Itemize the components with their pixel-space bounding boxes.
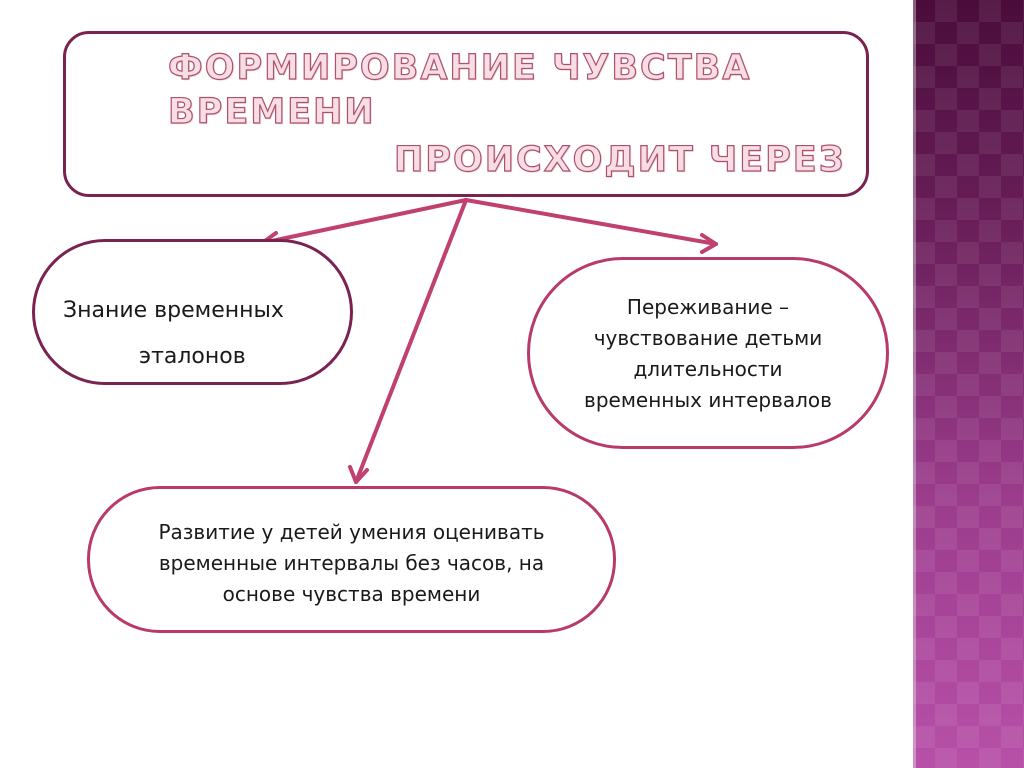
decorative-side-strip <box>913 0 1024 768</box>
node-right-line-4: временных интервалов <box>584 388 832 412</box>
node-right-line-3: длительности <box>633 357 783 381</box>
title-line-3: ПРОИСХОДИТ ЧЕРЕЗ <box>393 139 846 180</box>
arrow-to-right-node <box>464 198 718 246</box>
node-interval-estimation: Развитие у детей умения оценивать времен… <box>87 486 616 633</box>
arrow-head-right <box>700 233 718 254</box>
title-box: ФОРМИРОВАНИЕ ЧУВСТВА ВРЕМЕНИ ПРОИСХОДИТ … <box>63 31 869 197</box>
node-time-standards: Знание временных эталонов <box>32 239 353 385</box>
node-bottom-line-2: временные интервалы без часов, на <box>158 551 545 575</box>
node-bottom-line-1: Развитие у детей умения оценивать <box>158 520 545 544</box>
node-left-line-1: Знание временных <box>63 298 284 323</box>
title-line-1: ФОРМИРОВАНИЕ ЧУВСТВА <box>167 47 752 88</box>
node-right-line-1: Переживание – <box>626 295 790 319</box>
node-duration-feeling: Переживание – чувствование детьми длител… <box>527 257 889 449</box>
strip-edge <box>913 0 916 768</box>
arrow-to-bottom-node <box>354 198 468 484</box>
title-line-2: ВРЕМЕНИ <box>167 91 376 132</box>
node-bottom-line-3: основе чувства времени <box>222 582 481 606</box>
arrow-to-left-node <box>260 198 468 245</box>
node-left-line-2: эталонов <box>139 344 246 369</box>
diamond-pattern <box>913 0 1024 768</box>
node-right-line-2: чувствование детьми <box>593 326 823 350</box>
arrow-head-bottom <box>348 465 369 484</box>
